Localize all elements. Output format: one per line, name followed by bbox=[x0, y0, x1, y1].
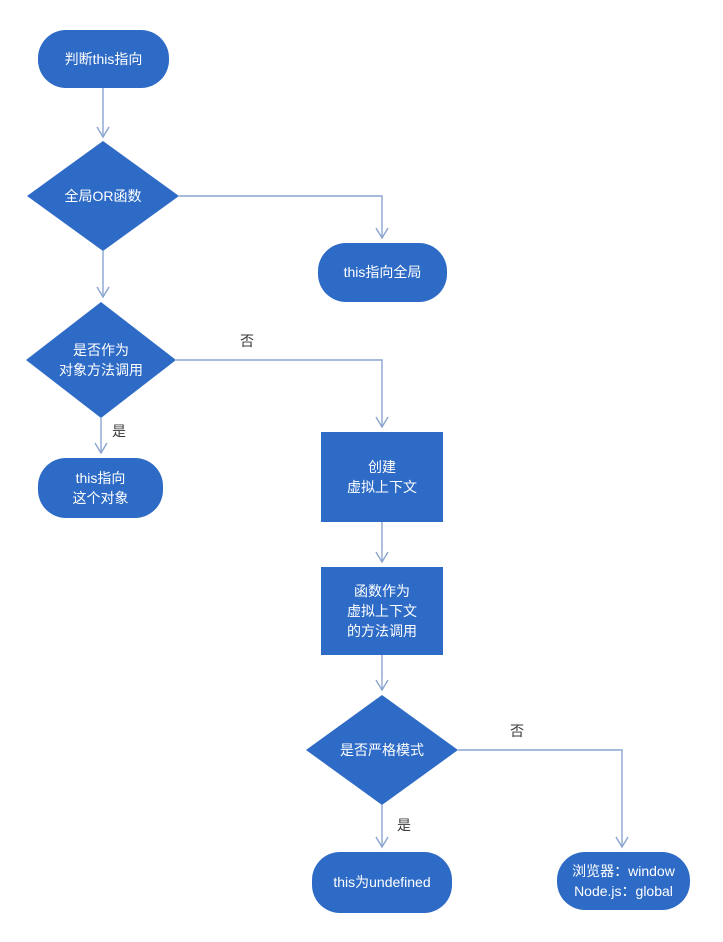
node-decision-strict-mode-label: 是否严格模式 bbox=[340, 741, 424, 758]
node-this-points-global: this指向全局 bbox=[318, 243, 447, 302]
node-this-is-undefined: this为undefined bbox=[312, 852, 452, 913]
node-this-points-object: this指向 这个对象 bbox=[38, 458, 163, 518]
edge-decision1-to-global bbox=[179, 195, 389, 240]
node-decision-global-or-function-label: 全局OR函数 bbox=[64, 187, 142, 204]
edge-label-object-method-yes: 是 bbox=[112, 423, 126, 439]
node-create-virtual-context-label: 创建 虚拟上下文 bbox=[347, 458, 417, 495]
edge-label-strict-mode-yes: 是 bbox=[397, 817, 411, 833]
edge-decision2-no-to-create bbox=[176, 359, 389, 429]
edge-label-object-method-no: 否 bbox=[240, 333, 254, 349]
node-decision-object-method-label: 是否作为 对象方法调用 bbox=[59, 341, 143, 378]
edge-label-strict-mode-no: 否 bbox=[510, 723, 524, 739]
node-start: 判断this指向 bbox=[38, 30, 169, 88]
node-this-points-global-label: this指向全局 bbox=[343, 264, 422, 281]
node-this-is-undefined-label: this为undefined bbox=[333, 874, 431, 891]
edge-decision3-no-to-env bbox=[458, 749, 629, 849]
node-start-label: 判断this指向 bbox=[64, 50, 143, 67]
node-this-points-object-label: this指向 这个对象 bbox=[72, 469, 129, 506]
node-function-as-context-method-label: 函数作为 虚拟上下文 的方法调用 bbox=[347, 582, 417, 640]
node-environment-globals: 浏览器：window Node.js：global bbox=[557, 852, 690, 910]
node-function-as-context-method: 函数作为 虚拟上下文 的方法调用 bbox=[321, 567, 443, 655]
node-create-virtual-context: 创建 虚拟上下文 bbox=[321, 432, 443, 522]
node-environment-globals-label: 浏览器：window Node.js：global bbox=[572, 862, 675, 899]
